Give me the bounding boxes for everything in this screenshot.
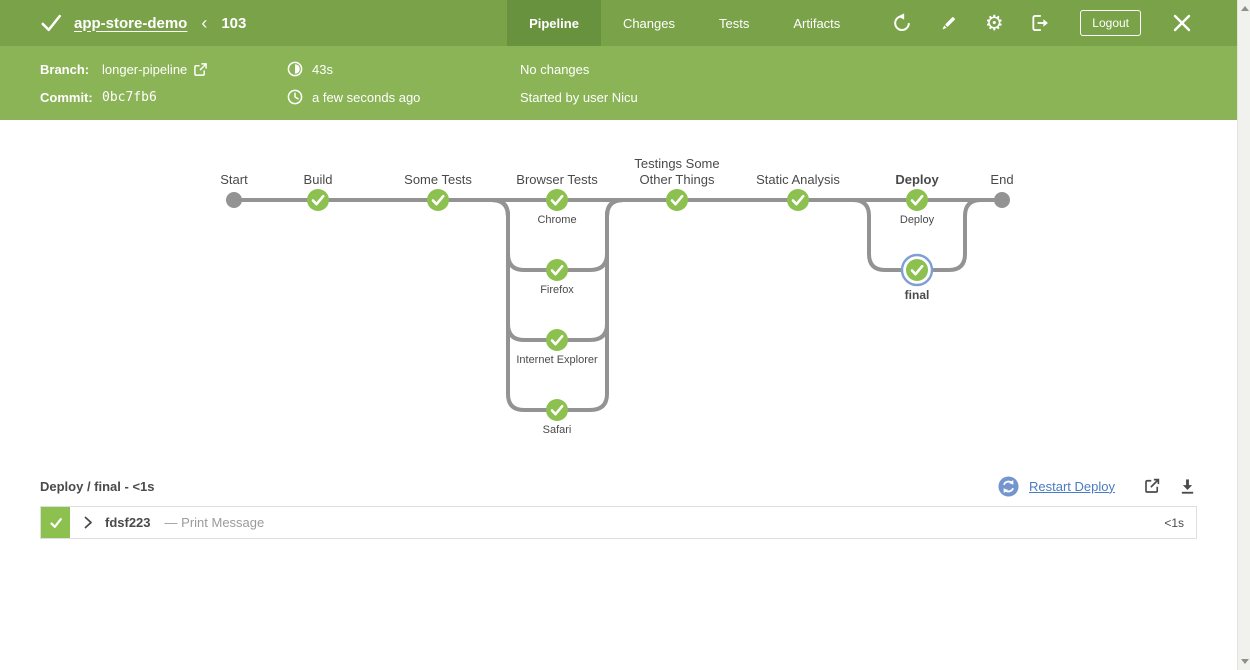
node-safari[interactable] [546, 399, 568, 421]
external-link-icon[interactable] [194, 62, 208, 76]
node-firefox[interactable] [546, 259, 568, 281]
clock-icon [287, 89, 303, 105]
stage-label-static-analysis: Static Analysis [756, 172, 840, 187]
run-header: app-store-demo ‹ 103 [0, 0, 246, 46]
node-static-analysis[interactable] [787, 189, 809, 211]
step-detail-section: Deploy / final - <1s Restart Deploy [40, 466, 1197, 539]
branch-label-chrome: Chrome [537, 214, 577, 226]
node-internet-explorer[interactable] [546, 329, 568, 351]
stage-label-start: Start [220, 172, 248, 187]
node-testings-some-other-things[interactable] [666, 189, 688, 211]
duration-value: 43s [312, 61, 333, 77]
time-column: 43s a few seconds ago [287, 46, 520, 120]
tab-artifacts[interactable]: Artifacts [793, 15, 841, 31]
run-number: 103 [221, 14, 247, 32]
run-info-bar: Branch: longer-pipeline Commit: 0bc7fb6 [0, 46, 1237, 120]
tab-pipeline[interactable]: Pipeline [507, 0, 601, 46]
stage-label-build: Build [303, 172, 333, 187]
step-description: — Print Message [164, 515, 265, 530]
stage-label-deploy: Deploy [895, 172, 939, 187]
logout-button[interactable]: Logout [1080, 10, 1141, 36]
edit-pencil-icon[interactable] [938, 13, 958, 33]
settings-gear-icon[interactable]: ⚙ [984, 11, 1004, 35]
edge-safari [491, 198, 624, 412]
duration-icon [287, 61, 303, 77]
tab-bar: Pipeline Changes Tests Artifacts [507, 0, 862, 46]
node-some-tests[interactable] [427, 189, 449, 211]
branch-label-final: final [904, 288, 930, 302]
stage-label-end: End [990, 172, 1014, 187]
detail-header: Deploy / final - <1s Restart Deploy [40, 466, 1197, 506]
branch-label-firefox: Firefox [540, 284, 574, 296]
time-ago-value: a few seconds ago [312, 89, 421, 105]
top-bar-icons: ⚙ [892, 11, 1050, 35]
scroll-down-arrow-icon[interactable] [1241, 659, 1249, 664]
node-chrome[interactable] [546, 189, 568, 211]
step-success-badge [41, 507, 70, 538]
log-step-row[interactable]: fdsf223 — Print Message <1s [40, 506, 1197, 539]
vertical-scrollbar[interactable] [1237, 0, 1250, 670]
close-icon[interactable] [1173, 14, 1191, 32]
cause-column: No changes Started by user Nicu [520, 46, 638, 120]
stage-label-testings-some-other-things: Testings Some Other Things [634, 156, 720, 187]
chevron-right-icon [84, 516, 93, 529]
scroll-up-arrow-icon[interactable] [1241, 6, 1249, 11]
branch-label-deploy: Deploy [899, 214, 935, 226]
changes-text: No changes [520, 61, 590, 77]
detail-title: Deploy / final - <1s [40, 478, 155, 494]
restart-deploy-icon[interactable] [998, 475, 1019, 497]
top-bar: app-store-demo ‹ 103 Pipeline Changes Te… [0, 0, 1237, 46]
restart-deploy-link[interactable]: Restart Deploy [1029, 478, 1115, 494]
run-separator: ‹ [201, 12, 208, 33]
pipeline-name-link[interactable]: app-store-demo [74, 14, 188, 32]
detail-actions: Restart Deploy [998, 475, 1197, 497]
pipeline-graph-svg [226, 189, 1010, 421]
branch-label-internet-explorer: Internet Explorer [516, 354, 598, 366]
exit-logout-icon[interactable] [1030, 13, 1050, 33]
top-bar-right: Pipeline Changes Tests Artifacts [507, 0, 1237, 46]
step-id: fdsf223 [105, 515, 151, 530]
branch-label: Branch: [40, 61, 90, 77]
node-build[interactable] [307, 189, 329, 211]
node-deploy[interactable] [906, 189, 928, 211]
node-final-selected[interactable] [900, 253, 934, 287]
pipeline-graph: Start Build Some Tests Browser Tests Tes… [0, 120, 1237, 460]
branch-label-safari: Safari [542, 424, 572, 436]
branch-value-link[interactable]: longer-pipeline [102, 61, 188, 77]
open-in-new-icon[interactable] [1143, 477, 1161, 495]
success-check-icon [41, 14, 61, 32]
commit-value: 0bc7fb6 [102, 89, 157, 105]
node-end [994, 192, 1010, 208]
commit-label: Commit: [40, 89, 93, 105]
tab-changes[interactable]: Changes [622, 15, 675, 31]
stage-label-browser-tests: Browser Tests [516, 172, 598, 187]
node-start [226, 192, 242, 208]
download-log-icon[interactable] [1179, 477, 1197, 495]
step-duration: <1s [1164, 515, 1184, 530]
tab-tests[interactable]: Tests [718, 15, 750, 31]
rerun-icon[interactable] [892, 13, 912, 33]
branch-commit-column: Branch: longer-pipeline Commit: 0bc7fb6 [40, 46, 287, 120]
stage-label-some-tests: Some Tests [404, 172, 472, 187]
started-by-text: Started by user Nicu [520, 89, 638, 105]
